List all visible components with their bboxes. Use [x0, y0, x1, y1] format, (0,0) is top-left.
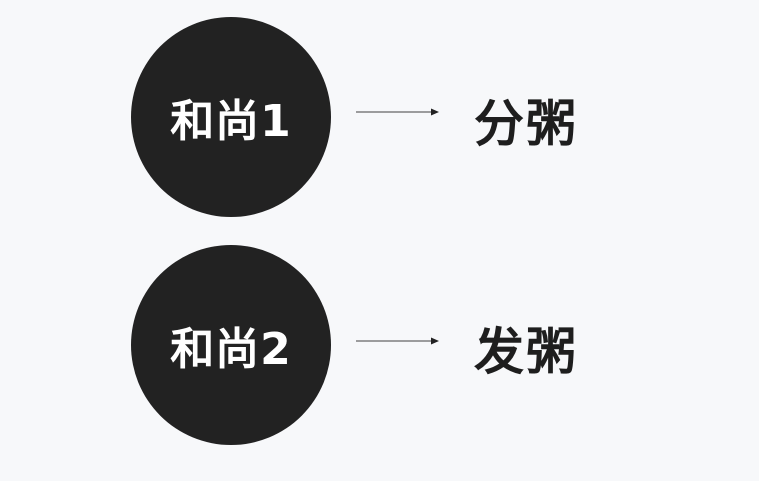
- action-1-label: 分粥: [474, 95, 578, 153]
- monk-2-label: 和尚2: [170, 324, 292, 375]
- monk-2-node: 和尚2: [131, 245, 331, 445]
- monk-1-label: 和尚1: [170, 96, 292, 147]
- arrow-icon: [356, 108, 439, 116]
- action-2-label: 发粥: [474, 323, 578, 381]
- monk-1-node: 和尚1: [131, 17, 331, 217]
- arrow-icon: [356, 337, 439, 345]
